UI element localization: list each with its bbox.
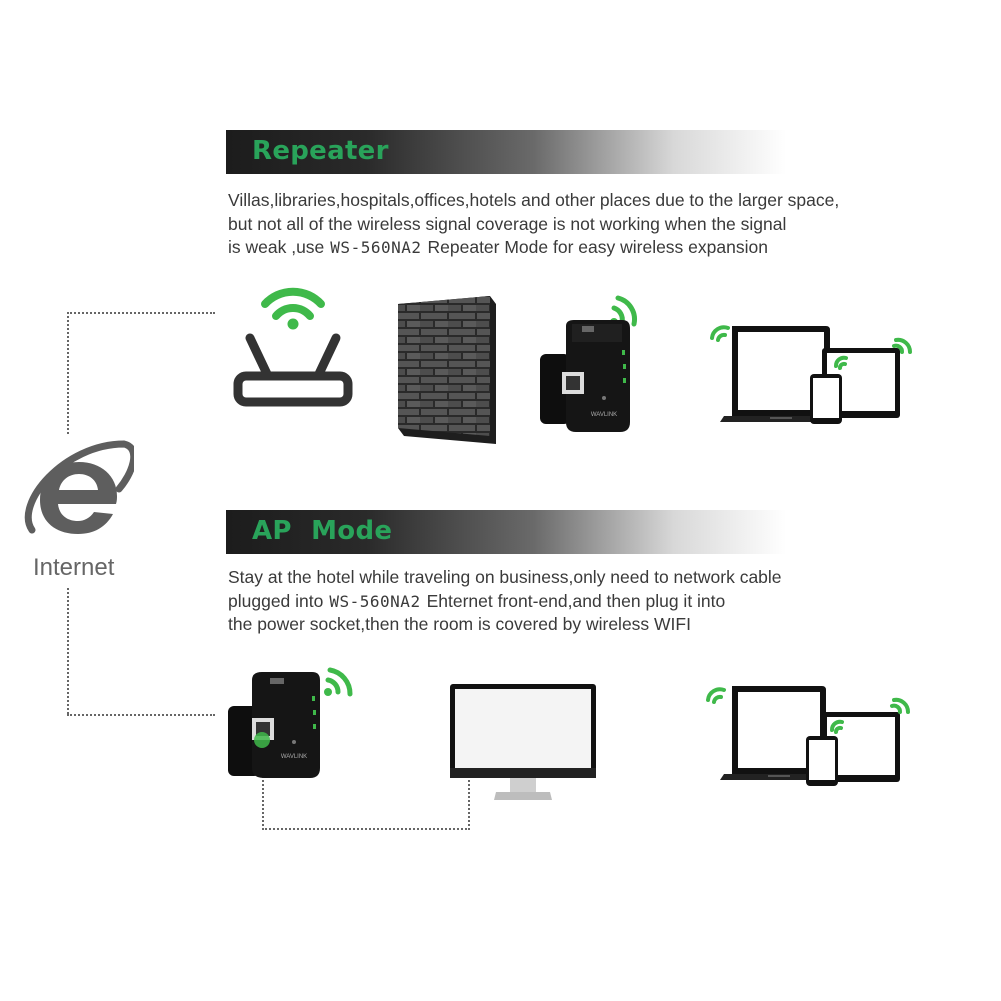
ap-desc-line-1: Stay at the hotel while traveling on bus… xyxy=(228,567,782,587)
repeater-desc-line-2: but not all of the wireless signal cover… xyxy=(228,213,787,234)
internet-label: Internet xyxy=(33,554,115,581)
repeater-banner: Repeater xyxy=(226,130,786,174)
wifi-signal-icon xyxy=(710,325,913,370)
device-brand-label: WAVLINK xyxy=(281,754,307,760)
ap-mode-description: Stay at the hotel while traveling on bus… xyxy=(228,566,782,637)
phone-icon xyxy=(810,374,842,424)
repeater-title: Repeater xyxy=(252,136,389,166)
phone-icon xyxy=(806,736,838,786)
repeater-description: Villas,libraries,hospitals,offices,hotel… xyxy=(228,189,839,260)
model-name: WS-560NA2 xyxy=(330,238,422,257)
wifi-signal-icon xyxy=(261,287,325,320)
brick-wall-icon xyxy=(398,296,496,444)
connector-top-horizontal xyxy=(67,312,215,314)
wifi-repeater-device: WAVLINK xyxy=(540,295,637,432)
client-devices-icon xyxy=(710,325,913,424)
ap-mode-banner: AP Mode xyxy=(226,510,786,554)
connector-bottom-vertical xyxy=(67,588,69,714)
repeater-desc-line-1: Villas,libraries,hospitals,offices,hotel… xyxy=(228,190,840,210)
ap-desc-line-3: the power socket,then the room is covere… xyxy=(228,614,691,634)
device-brand-label: WAVLINK xyxy=(591,412,617,418)
wifi-signal-icon xyxy=(325,667,353,697)
wifi-signal-icon xyxy=(706,687,911,734)
client-devices-icon-ap xyxy=(706,686,911,786)
ap-mode-title: AP Mode xyxy=(252,516,393,546)
monitor-icon xyxy=(450,684,596,800)
connector-bottom-horizontal xyxy=(67,714,215,716)
router-icon xyxy=(233,287,353,407)
internet-explorer-icon xyxy=(24,440,134,534)
wifi-repeater-device-ap: WAVLINK xyxy=(228,667,353,778)
model-name: WS-560NA2 xyxy=(329,591,421,611)
connector-top-vertical xyxy=(67,312,69,434)
cable-connector xyxy=(262,756,470,830)
